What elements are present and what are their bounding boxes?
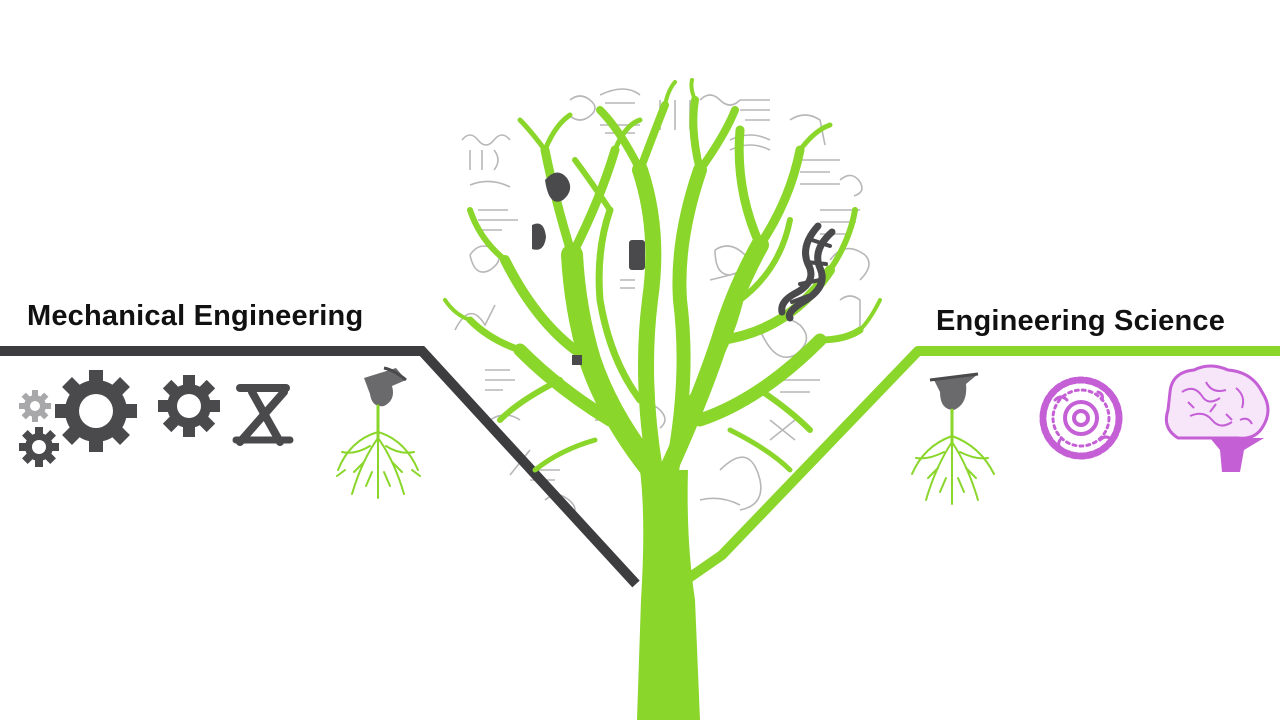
gears-icon (19, 370, 137, 467)
tree-objects (532, 172, 645, 365)
gear-icon (158, 375, 220, 437)
satellite-icon (545, 172, 571, 202)
engineering-science-line (683, 346, 1280, 585)
dna-icon (778, 222, 836, 322)
engineering-science-label: Engineering Science (936, 305, 1226, 337)
brain-icon (1164, 364, 1270, 472)
tree (443, 78, 882, 720)
compass-icon (232, 384, 294, 446)
roots-icon-right (911, 408, 995, 505)
graduation-cap-icon-right (929, 372, 979, 410)
mechanical-engineering-line (0, 346, 640, 588)
tree-trunk (637, 470, 700, 720)
graduation-cap-icon (364, 366, 407, 407)
roots-icon (336, 404, 421, 499)
mechanical-engineering-label: Mechanical Engineering (27, 300, 364, 332)
cell-icon (1039, 376, 1123, 460)
device-icon (629, 240, 645, 270)
